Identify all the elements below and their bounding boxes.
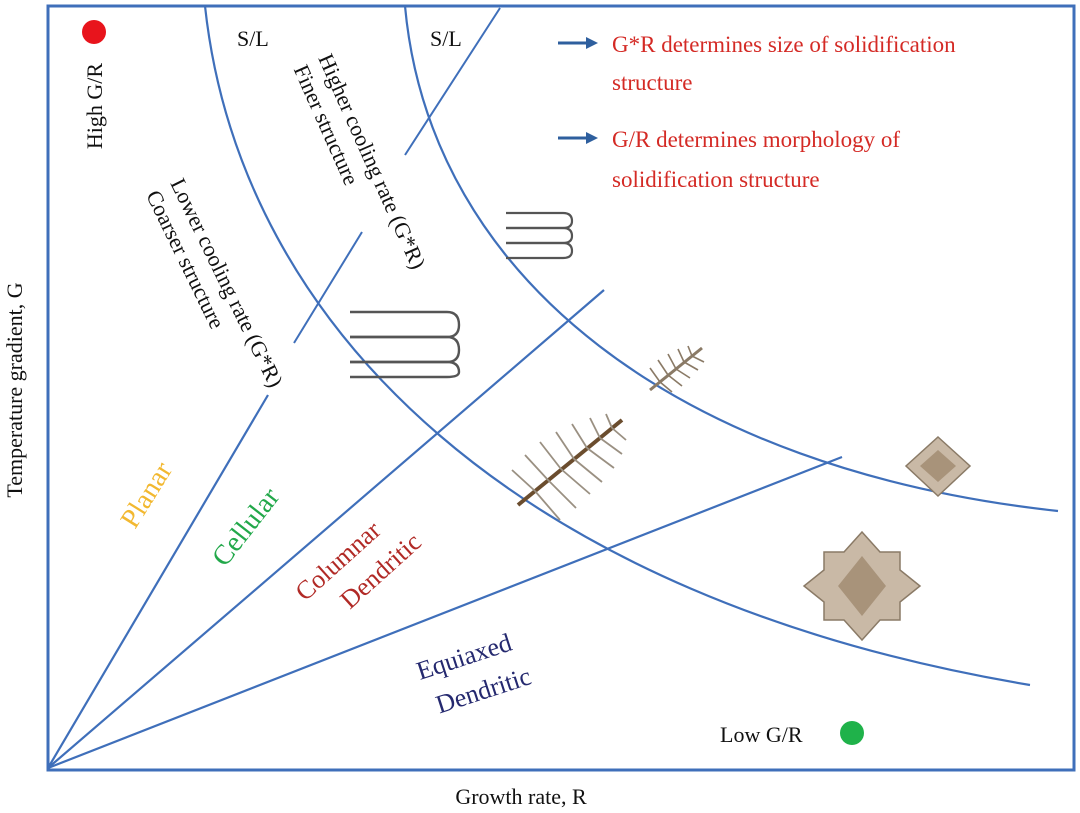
columnar-dendritic-label: Columnar Dendritic bbox=[290, 515, 427, 614]
sl-label-right: S/L bbox=[430, 26, 462, 51]
arrow-head-icon bbox=[586, 132, 598, 144]
low-gr-marker bbox=[840, 721, 864, 745]
note-morphology-line2: solidification structure bbox=[612, 167, 820, 192]
lower-cooling-text: Lower cooling rate (G*R) Coarser structu… bbox=[141, 174, 288, 391]
planar-cellular-boundary bbox=[47, 394, 269, 769]
note-morphology: G/R determines morphology of solidificat… bbox=[558, 127, 900, 192]
equiaxed-dendritic-label: Equiaxed Dendritic bbox=[413, 628, 535, 720]
cellular-columnar-boundary bbox=[47, 289, 605, 769]
higher-cooling-text: Higher cooling rate (G*R) Finer structur… bbox=[289, 50, 431, 273]
note-size: G*R determines size of solidification st… bbox=[558, 32, 956, 95]
diagram-frame bbox=[46, 4, 1076, 772]
columnar-dendrite-large-icon bbox=[511, 413, 627, 521]
note-size-line1: G*R determines size of solidification bbox=[612, 32, 956, 57]
planar-label: Planar bbox=[115, 456, 180, 534]
equiaxed-grain-large-icon bbox=[802, 530, 922, 642]
note-size-line2: structure bbox=[612, 70, 692, 95]
cellular-label: Cellular bbox=[206, 482, 286, 573]
solid-liquid-curve-right bbox=[403, 5, 1059, 513]
note-morphology-line1: G/R determines morphology of bbox=[612, 127, 900, 152]
x-axis-label: Growth rate, R bbox=[455, 784, 587, 809]
equiaxed-grain-small-icon bbox=[904, 435, 972, 498]
cellular-structure-small-icon bbox=[506, 211, 574, 260]
columnar-equiaxed-boundary bbox=[47, 455, 843, 770]
solid-liquid-curve-left bbox=[203, 5, 1031, 687]
higher-cooling-leader bbox=[404, 7, 501, 156]
y-axis-label: Temperature gradient, G bbox=[2, 282, 27, 497]
cellular-structure-large-icon bbox=[350, 310, 461, 379]
low-gr-label: Low G/R bbox=[720, 722, 803, 747]
high-gr-label: High G/R bbox=[82, 63, 107, 150]
high-gr-marker bbox=[82, 20, 106, 44]
sl-label-left: S/L bbox=[237, 26, 269, 51]
arrow-head-icon bbox=[586, 37, 598, 49]
columnar-dendrite-small-icon bbox=[649, 345, 705, 393]
lower-cooling-leader bbox=[293, 231, 363, 344]
